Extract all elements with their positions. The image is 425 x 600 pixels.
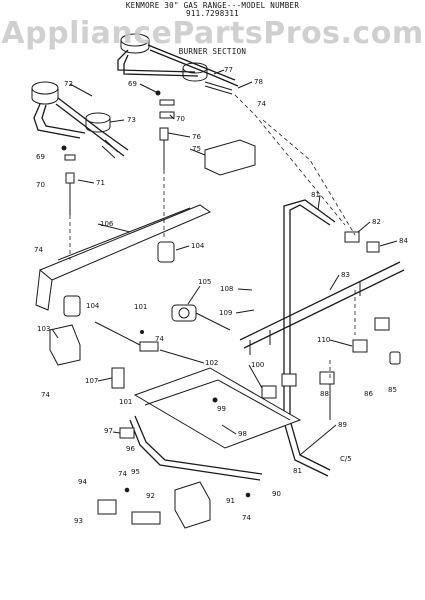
callout-81: 81: [311, 191, 320, 199]
leader-lines: [51, 69, 398, 456]
valve-105: [171, 304, 231, 331]
bottom-hardware: [97, 481, 251, 529]
callout-74-left: 74: [34, 246, 43, 254]
callout-91: 91: [226, 497, 235, 505]
callout-89: 89: [338, 421, 347, 429]
callout-102: 102: [205, 359, 218, 367]
rear-burner-assembly: [117, 33, 239, 95]
callout-82: 82: [372, 218, 381, 226]
model-number: 911.7298311: [186, 9, 239, 18]
callout-100: 100: [251, 361, 264, 369]
burner-clips: [61, 90, 175, 215]
bracket-103: [49, 324, 81, 366]
callout-93: 93: [74, 517, 83, 525]
burner-support-106: [35, 204, 212, 311]
callout-71: 71: [96, 179, 105, 187]
callout-74: 74: [257, 100, 266, 108]
section-title: BURNER SECTION: [178, 47, 247, 56]
callout-72: 72: [64, 80, 73, 88]
callout-108: 108: [220, 285, 233, 293]
callout-92: 92: [146, 492, 155, 500]
callout-83: 83: [341, 271, 350, 279]
callout-77: 77: [224, 66, 233, 74]
bracket-107: [111, 367, 125, 389]
igniter-102: [94, 321, 159, 352]
callout-110: 110: [317, 336, 330, 344]
callout-109: 109: [219, 309, 232, 317]
bracket-75: [204, 139, 256, 176]
callout-94: 94: [78, 478, 87, 486]
callout-70-front: 70: [36, 181, 45, 189]
callout-95: 95: [131, 468, 140, 476]
callout-81-low: 81: [293, 467, 302, 475]
callout-74-low: 74: [41, 391, 50, 399]
spacers-104: [63, 241, 175, 317]
callout-106: 106: [100, 220, 114, 228]
callout-88: 88: [320, 390, 329, 398]
manifold-tube: [239, 199, 405, 477]
callout-75: 75: [192, 145, 201, 153]
callout-103: 103: [37, 325, 50, 333]
alignment-lines: [69, 94, 356, 380]
callout-74-mid: 74: [155, 335, 164, 343]
callout-107: 107: [85, 377, 98, 385]
callout-104-lower: 104: [86, 302, 100, 310]
callout-104: 104: [191, 242, 205, 250]
callout-101: 101: [134, 303, 147, 311]
callout-85: 85: [388, 386, 397, 394]
callout-69: 69: [128, 80, 137, 88]
callout-74-bottom: 74: [118, 470, 127, 478]
callout-98: 98: [238, 430, 247, 438]
callout-96: 96: [126, 445, 135, 453]
burner-pipe-97: [119, 415, 263, 481]
callout-69-front: 69: [36, 153, 45, 161]
part-callouts: 72 73 69 70 71 76 77 78 74 75 106 104 10…: [34, 66, 408, 525]
callout-74-bottom-right: 74: [242, 514, 251, 522]
callout-99: 99: [217, 405, 226, 413]
callout-73: 73: [127, 116, 136, 124]
front-burner-assembly: [31, 81, 129, 159]
callout-78: 78: [254, 78, 263, 86]
diagram-title: KENMORE 30" GAS RANGE---MODEL NUMBER: [125, 1, 300, 10]
callout-90: 90: [272, 490, 281, 498]
callout-97: 97: [104, 427, 113, 435]
callout-70: 70: [176, 115, 185, 123]
callout-84: 84: [399, 237, 408, 245]
callout-86: 86: [364, 390, 373, 398]
burner-tray-98: [133, 367, 302, 449]
callout-101-low: 101: [119, 398, 132, 406]
callout-76: 76: [192, 133, 201, 141]
page-reference: C/5: [340, 455, 352, 463]
burner-valves: [261, 231, 401, 420]
callout-105: 105: [198, 278, 211, 286]
